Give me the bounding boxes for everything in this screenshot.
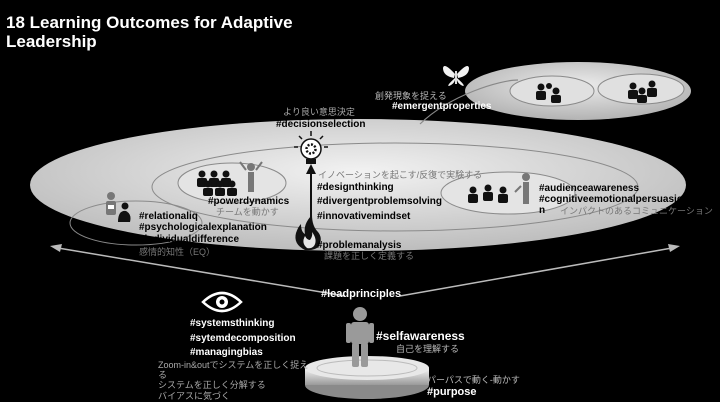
growth-arrow-head-icon [306,164,316,174]
self-caption: 自己を理解する [396,344,460,354]
impact-caption: インパクトのあるコミュニケーション [560,206,713,216]
lead-tag: #leadprinciples [321,288,402,300]
zoom-caption: Zoom-in&outでシステムを正しく捉え [158,360,309,370]
purpose-tag: #purpose [427,386,477,398]
problem-caption: 課題を正しく定義する [324,251,415,261]
left-arrow-head-icon [50,244,62,252]
psych-tag: #psychologicalexplanation [139,222,267,233]
left-inner-ellipse [69,200,203,246]
right-arrow-head-icon [668,244,680,252]
powerdynamics-caption: チームを動かす [216,207,279,217]
design-tag: #designthinking [317,182,394,193]
eye-icon [201,291,243,313]
emergent-caption: 創発現象を捉える [375,91,447,101]
eq-caption: 感情的知性（EQ） [139,247,216,257]
zoom-caption-wrap: る [158,370,168,380]
bias-caption: バイアスに気づく [158,391,231,401]
sytem-decomposition-tag: #sytemdecomposition [190,333,296,344]
innovation-caption: イノベーションを起こす/反復で実験する [318,170,483,180]
group-icon [197,161,263,196]
emergent-tag: #emergentproperties [392,101,492,112]
bias-tag: #managingbias [190,347,263,358]
problem-tag: #problemanalysis [317,240,402,251]
innovative-tag: #innovativemindset [317,211,411,222]
middle-layer-outline [151,142,639,232]
right-diagonal-arrow [399,247,673,297]
lightbulb-gear-icon [294,131,328,164]
individual-tag: #individualdifference [139,234,240,245]
audience-group-icon [468,173,530,204]
person-icon [346,307,374,367]
emergent-connector-line [419,79,519,125]
decompose-caption: システムを正しく分解する [158,380,266,390]
relational-tag: #relationaliq [139,211,198,222]
flame-icon [295,215,321,251]
cognitive-tag: #cognitiveemotionalpersuasio [539,194,683,205]
self-tag: #selfawareness [376,329,465,343]
outer-layer-ellipse [30,119,686,251]
page-title: 18 Learning Outcomes for Adaptive Leader… [6,13,293,51]
relational-icon [106,192,131,222]
powerdynamics-tag: #powerdynamics [208,196,290,207]
cognitive-tag-wrap: n [539,205,546,216]
purpose-caption: パーパスで動く-動かす [427,375,520,385]
emergent-left-group-ellipse [509,75,595,107]
left-diagonal-arrow [57,247,346,297]
emergent-group-right-icon [628,80,657,103]
decision-caption: より良い意思決定 [283,107,355,117]
butterfly-icon [443,66,469,86]
decision-tag: #decisionselection [276,119,366,130]
systems-tag: #systemsthinking [190,318,275,329]
divergent-tag: #divergentproblemsolving [317,196,443,207]
audience-ellipse [440,171,576,215]
audience-tag: #audienceawareness [539,183,640,194]
emergent-group-left-icon [536,83,561,103]
